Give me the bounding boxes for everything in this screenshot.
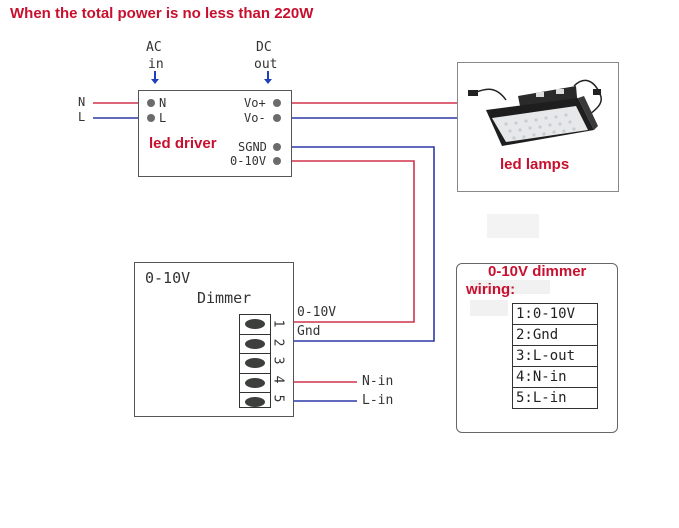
- wiring-table: 1:0-10V 2:Gnd 3:L-out 4:N-in 5:L-in: [512, 303, 598, 409]
- led-driver-label: led driver: [149, 135, 217, 152]
- dimmer-title-line2: Dimmer: [197, 289, 252, 307]
- screw-icon: [245, 358, 265, 369]
- terminal-0-10v-label: 0-10V: [230, 154, 267, 168]
- terminal-n-label: N: [159, 96, 167, 110]
- wiring-row: 1:0-10V: [512, 303, 598, 325]
- terminal-n: [147, 99, 155, 107]
- dimmer-title-line1: 0-10V: [145, 269, 191, 287]
- terminal-number-1: 1: [270, 319, 286, 328]
- wiring-row: 5:L-in: [512, 387, 598, 409]
- wiring-row: 4:N-in: [512, 366, 598, 388]
- terminal-number-3: 3: [270, 356, 286, 365]
- wire-label-gnd: Gnd: [297, 324, 321, 339]
- terminal-vo-minus-label: Vo-: [244, 111, 266, 125]
- arrow-down-icon: [151, 71, 159, 84]
- arrow-down-icon: [264, 71, 272, 84]
- terminal-slot-3: [240, 354, 270, 374]
- dimmer-box: [134, 262, 294, 417]
- terminal-number-5: 5: [270, 394, 286, 403]
- wire-0-10v: [277, 160, 415, 323]
- background-patch: [470, 300, 508, 316]
- dc-header-line2: out: [254, 57, 278, 72]
- led-lamps-label: led lamps: [500, 156, 570, 173]
- screw-icon: [245, 319, 265, 330]
- terminal-sgnd: [273, 143, 281, 151]
- wire-label-0-10v: 0-10V: [297, 305, 337, 320]
- terminal-vo-plus: [273, 99, 281, 107]
- terminal-vo-plus-label: Vo+: [244, 96, 266, 110]
- wire-label-l-in: L-in: [362, 393, 394, 408]
- terminal-l: [147, 114, 155, 122]
- screw-icon: [245, 338, 265, 349]
- legend-title-line1: 0-10V dimmer: [488, 263, 587, 280]
- screw-icon: [245, 377, 265, 388]
- diagram-title: When the total power is no less than 220…: [10, 5, 314, 22]
- wiring-row-4: 4:N-in: [512, 366, 598, 388]
- led-driver-box: [138, 90, 292, 177]
- terminal-l-label: L: [159, 111, 167, 125]
- wiring-row: 2:Gnd: [512, 324, 598, 346]
- ac-header-line1: AC: [146, 40, 162, 55]
- terminal-slot-4: [240, 374, 270, 393]
- mains-n-label: N: [78, 95, 86, 109]
- wiring-row-5: 5:L-in: [512, 387, 598, 409]
- terminal-slot-5: [240, 393, 270, 411]
- wiring-row-3: 3:L-out: [512, 345, 598, 367]
- terminal-number-4: 4: [270, 375, 286, 384]
- dc-header-line1: DC: [256, 40, 272, 55]
- terminal-slot-1: [240, 315, 270, 335]
- legend-title-line2: wiring:: [466, 281, 516, 298]
- dimmer-terminal-block: [239, 314, 271, 408]
- wiring-row-2: 2:Gnd: [512, 324, 598, 346]
- wiring-row: 3:L-out: [512, 345, 598, 367]
- wire-label-n-in: N-in: [362, 374, 394, 389]
- terminal-sgnd-label: SGND: [238, 140, 267, 154]
- led-floodlight-icon: [468, 79, 602, 146]
- screw-icon: [245, 397, 265, 407]
- mains-l-label: L: [78, 110, 86, 124]
- wiring-row-1: 1:0-10V: [512, 303, 598, 325]
- terminal-number-2: 2: [270, 338, 286, 347]
- wire-sgnd: [277, 146, 435, 342]
- terminal-0-10v: [273, 157, 281, 165]
- ac-header-line2: in: [148, 57, 164, 72]
- terminal-vo-minus: [273, 114, 281, 122]
- background-patch: [487, 214, 539, 238]
- background-patch: [470, 280, 550, 294]
- terminal-slot-2: [240, 335, 270, 354]
